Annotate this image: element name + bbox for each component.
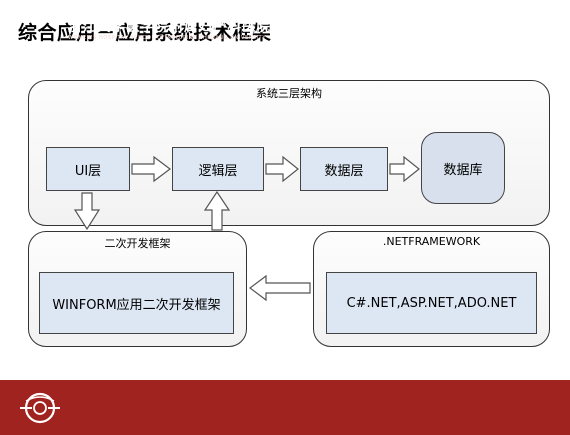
hospital-name: 浙江大学医学院附属妇产科医院 [68, 19, 271, 35]
page-title: 综合应用－应用系统技术框架 [18, 22, 272, 44]
hospital-logo-icon [20, 392, 60, 424]
arrow-framework-to-logic [203, 190, 231, 231]
ui-layer-box: UI层 [46, 147, 130, 191]
hospital-name-english: WOMEN'S HOSPITAL SCHOOL OF MEDICINE ZHEJ… [68, 35, 266, 41]
database-box: 数据库 [421, 132, 505, 204]
dev-framework-label: 二次开发框架 [104, 237, 171, 250]
data-layer-box: 数据层 [300, 147, 388, 191]
arrow-ui-to-logic [131, 155, 171, 183]
arrow-net-to-winform [249, 274, 311, 302]
logic-layer-box: 逻辑层 [172, 147, 264, 191]
arrow-data-to-database [389, 155, 420, 183]
net-technologies-box: C#.NET,ASP.NET,ADO.NET [326, 272, 537, 334]
net-framework-label: .NETFRAMEWORK [382, 235, 481, 248]
system-architecture-label: 系统三层架构 [256, 87, 322, 100]
winform-framework-box: WINFORM应用二次开发框架 [39, 272, 234, 334]
arrows-layer [73, 155, 420, 302]
footer-banner [0, 380, 570, 435]
arrow-ui-to-framework [73, 192, 101, 231]
arrow-logic-to-data [265, 155, 299, 183]
